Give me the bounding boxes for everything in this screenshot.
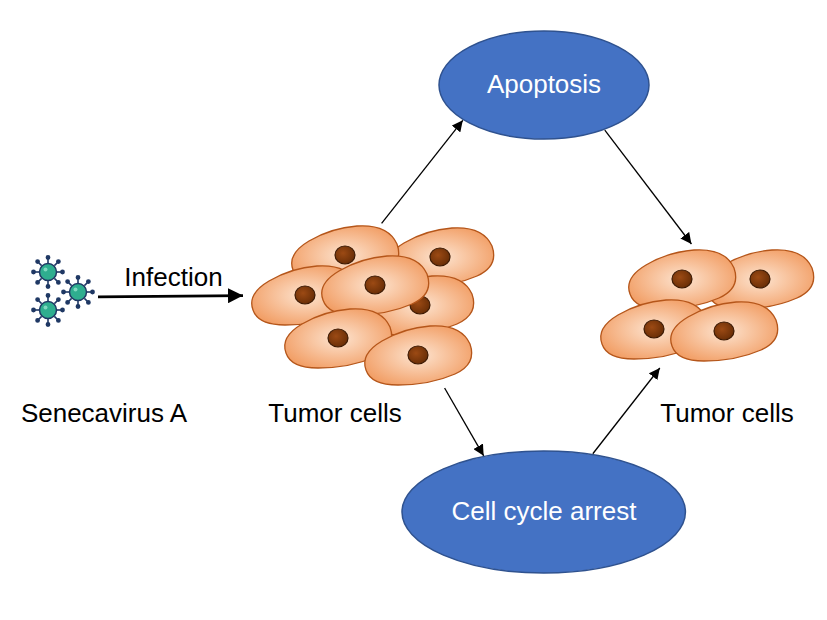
figure-caption: Tumor cells	[268, 398, 401, 429]
tumor-cell	[322, 256, 429, 315]
ellipse-text-holder: Apoptosis	[438, 30, 650, 140]
virus-particle	[32, 294, 64, 326]
figure-group: Senecavirus A	[28, 254, 98, 328]
virus-particle	[62, 276, 94, 308]
tumor-cell	[365, 326, 472, 385]
virus-particles	[32, 256, 94, 326]
virus-particle	[32, 256, 64, 288]
ellipse-text-holder: Cell cycle arrest	[401, 450, 686, 574]
figure-group: Tumor cells	[243, 220, 495, 388]
ellipse-label: Apoptosis	[477, 69, 611, 100]
figure-group: Tumor cells	[592, 244, 818, 368]
edge-label: Infection	[122, 262, 224, 293]
arrow-connector	[445, 388, 484, 456]
arrow-connector	[593, 368, 660, 454]
arrow-connector	[98, 296, 243, 297]
ellipse-fill	[439, 31, 649, 139]
ellipse-label: Cell cycle arrest	[442, 496, 647, 527]
arrow-connector	[605, 130, 692, 244]
tumor-cells-right	[601, 250, 814, 361]
arrow-connector	[382, 120, 463, 223]
figure-caption: Tumor cells	[660, 398, 793, 429]
ellipse-fill	[402, 451, 685, 573]
process-ellipse: Apoptosis	[438, 30, 650, 140]
tumor-cells-left	[252, 226, 494, 385]
figure-caption: Senecavirus A	[21, 398, 187, 429]
tumor-cell	[671, 302, 778, 361]
process-ellipse: Cell cycle arrest	[401, 450, 686, 574]
